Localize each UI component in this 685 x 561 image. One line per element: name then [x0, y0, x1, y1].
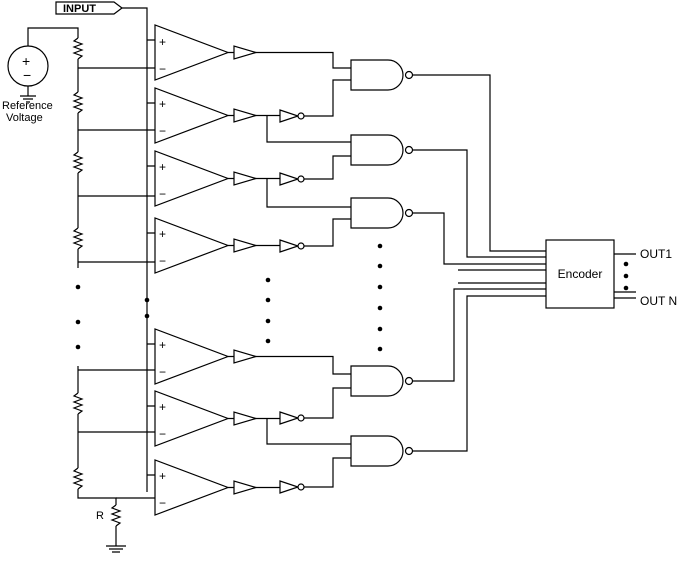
comparator: + −: [154, 328, 230, 385]
out1-label: OUT1: [640, 247, 672, 261]
buffer: [233, 171, 259, 186]
comparator: + −: [154, 217, 230, 274]
input-tag: INPUT: [55, 1, 123, 15]
encoder-block: Encoder: [545, 239, 615, 309]
nand-gate: [350, 59, 414, 91]
buffer: [233, 238, 259, 253]
svg-text:−: −: [159, 427, 166, 441]
reference-label-2: Voltage: [6, 112, 43, 124]
nand-gate: [350, 197, 414, 229]
inverter: [279, 109, 305, 123]
nand-gate: [350, 134, 414, 166]
comparator: + −: [154, 390, 230, 447]
reference-label-1: Reference: [2, 100, 53, 112]
svg-text:+: +: [22, 53, 30, 69]
svg-text:−: −: [159, 496, 166, 510]
buffer: [233, 480, 259, 495]
input-bus: [122, 7, 148, 492]
nand-gate: [350, 365, 414, 397]
svg-text:−: −: [159, 62, 166, 76]
comparator: + −: [154, 459, 230, 516]
svg-text:+: +: [159, 160, 166, 174]
svg-text:+: +: [159, 469, 166, 483]
buffer: [233, 108, 259, 123]
resistor-ladder: R: [72, 37, 155, 553]
svg-text:−: −: [159, 187, 166, 201]
input-label: INPUT: [63, 3, 96, 15]
resistor-label: R: [96, 510, 104, 522]
inverter: [279, 172, 305, 186]
buffer: [233, 45, 259, 60]
svg-text:+: +: [159, 97, 166, 111]
continuation-dots: [75, 243, 629, 352]
reference-voltage-source: + − Reference Voltage: [2, 27, 79, 124]
inverter: [279, 480, 305, 494]
svg-text:−: −: [159, 124, 166, 138]
comparator: + −: [154, 150, 230, 207]
svg-text:+: +: [159, 338, 166, 352]
inverter: [279, 411, 305, 425]
svg-text:−: −: [159, 365, 166, 379]
svg-text:+: +: [159, 35, 166, 49]
comparator: + −: [154, 24, 230, 81]
inverter: [279, 239, 305, 253]
nand-gate: [350, 435, 414, 467]
svg-text:−: −: [23, 67, 31, 83]
encoder-label: Encoder: [558, 267, 603, 281]
buffer: [233, 349, 259, 364]
buffer: [233, 411, 259, 426]
outn-label: OUT N: [640, 294, 677, 308]
comparator: + −: [154, 87, 230, 144]
svg-text:+: +: [159, 400, 166, 414]
svg-text:−: −: [159, 254, 166, 268]
svg-text:+: +: [159, 227, 166, 241]
